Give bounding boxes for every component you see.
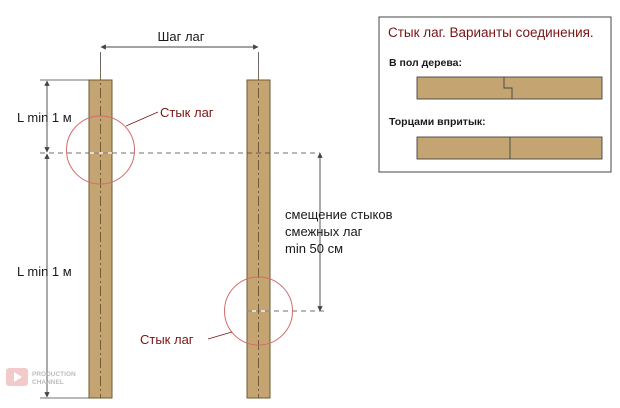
right-joist (246, 70, 271, 399)
legend-box: Стык лаг. Варианты соединения. В пол дер… (378, 16, 612, 173)
offset-label-3: min 50 см (285, 241, 343, 256)
play-icon (14, 372, 22, 382)
butt-joint-illustration (416, 136, 603, 160)
offset-dimension: смещение стыков смежных лаг min 50 см (285, 152, 393, 312)
joint-circle-top (66, 115, 135, 185)
joint-circle-bottom (224, 276, 293, 346)
l-min-bottom-label: L min 1 м (17, 264, 72, 279)
joint-top-label: Стык лаг (160, 105, 214, 120)
joint-bottom-leader (207, 331, 233, 340)
joint-top-leader (125, 111, 159, 127)
offset-label-1: смещение стыков (285, 207, 393, 222)
length-dimensions: L min 1 м L min 1 м (17, 79, 89, 399)
spacing-label: Шаг лаг (157, 29, 204, 44)
left-joist (88, 70, 113, 399)
channel-watermark: PRODUCTION CHANNEL (6, 368, 76, 386)
legend-option-1: В пол дерева: (389, 57, 462, 69)
joint-bottom-label: Стык лаг (140, 332, 194, 347)
spacing-dimension: Шаг лаг (100, 29, 259, 70)
watermark-line-2: CHANNEL (32, 379, 64, 386)
l-min-top-label: L min 1 м (17, 110, 72, 125)
half-lap-joint-illustration (416, 76, 603, 100)
watermark-line-1: PRODUCTION (32, 371, 76, 378)
legend-title: Стык лаг. Варианты соединения. (388, 25, 594, 40)
offset-label-2: смежных лаг (285, 224, 363, 239)
legend-option-2: Торцами впритык: (389, 116, 486, 128)
